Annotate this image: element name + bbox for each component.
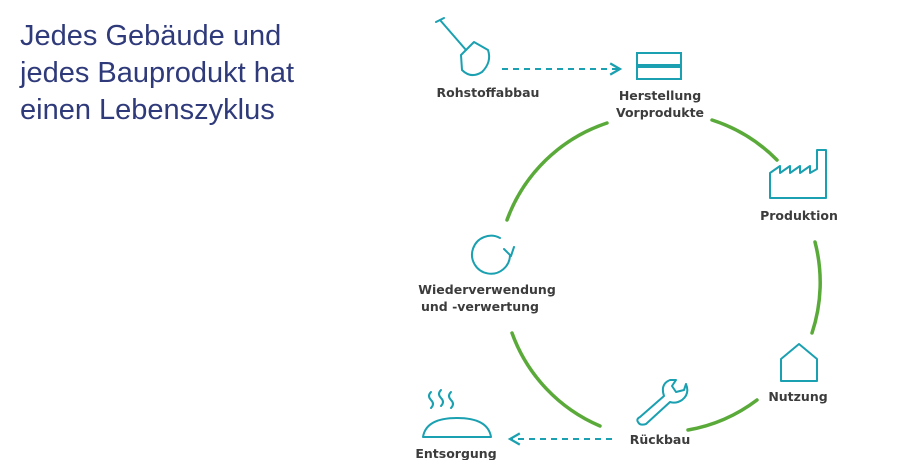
steaming-heap-icon	[422, 389, 492, 438]
label-herstellung-line-1: Herstellung	[619, 88, 701, 103]
label-rohstoffabbau: Rohstoffabbau	[437, 85, 540, 100]
stacked-bars-icon	[636, 52, 682, 80]
label-entsorgung: Entsorgung	[415, 446, 496, 460]
cycle-ring	[505, 118, 822, 432]
wrench-icon	[636, 379, 689, 426]
cycle-arc-nutzung-rueckbau	[686, 398, 759, 432]
label-herstellung-line-2: Vorprodukte	[616, 105, 704, 120]
label-nutzung: Nutzung	[768, 389, 827, 404]
title-line-2: jedes Bauprodukt hat	[20, 57, 295, 89]
label-wiederverwendung-line-2: und -verwertung	[421, 299, 539, 314]
title-line-1: Jedes Gebäude und	[20, 20, 282, 52]
page-title: Jedes Gebäude und jedes Bauprodukt hat e…	[20, 18, 294, 129]
cycle-arc-produktion-nutzung	[810, 240, 822, 335]
house-icon	[780, 343, 818, 382]
shovel-icon	[435, 17, 491, 76]
recycle-arrow-icon	[471, 234, 515, 275]
title-line-3: einen Lebenszyklus	[20, 94, 275, 126]
label-wiederverwendung-line-1: Wiederverwendung	[418, 282, 556, 297]
factory-icon	[769, 149, 827, 199]
cycle-arc-wiederverwendung-herstellung	[505, 121, 609, 222]
label-produktion: Produktion	[760, 208, 838, 223]
cycle-arc-rueckbau-wiederverwendung	[510, 331, 602, 428]
cycle-arc-herstellung-produktion	[710, 118, 779, 162]
label-rueckbau: Rückbau	[630, 432, 691, 447]
